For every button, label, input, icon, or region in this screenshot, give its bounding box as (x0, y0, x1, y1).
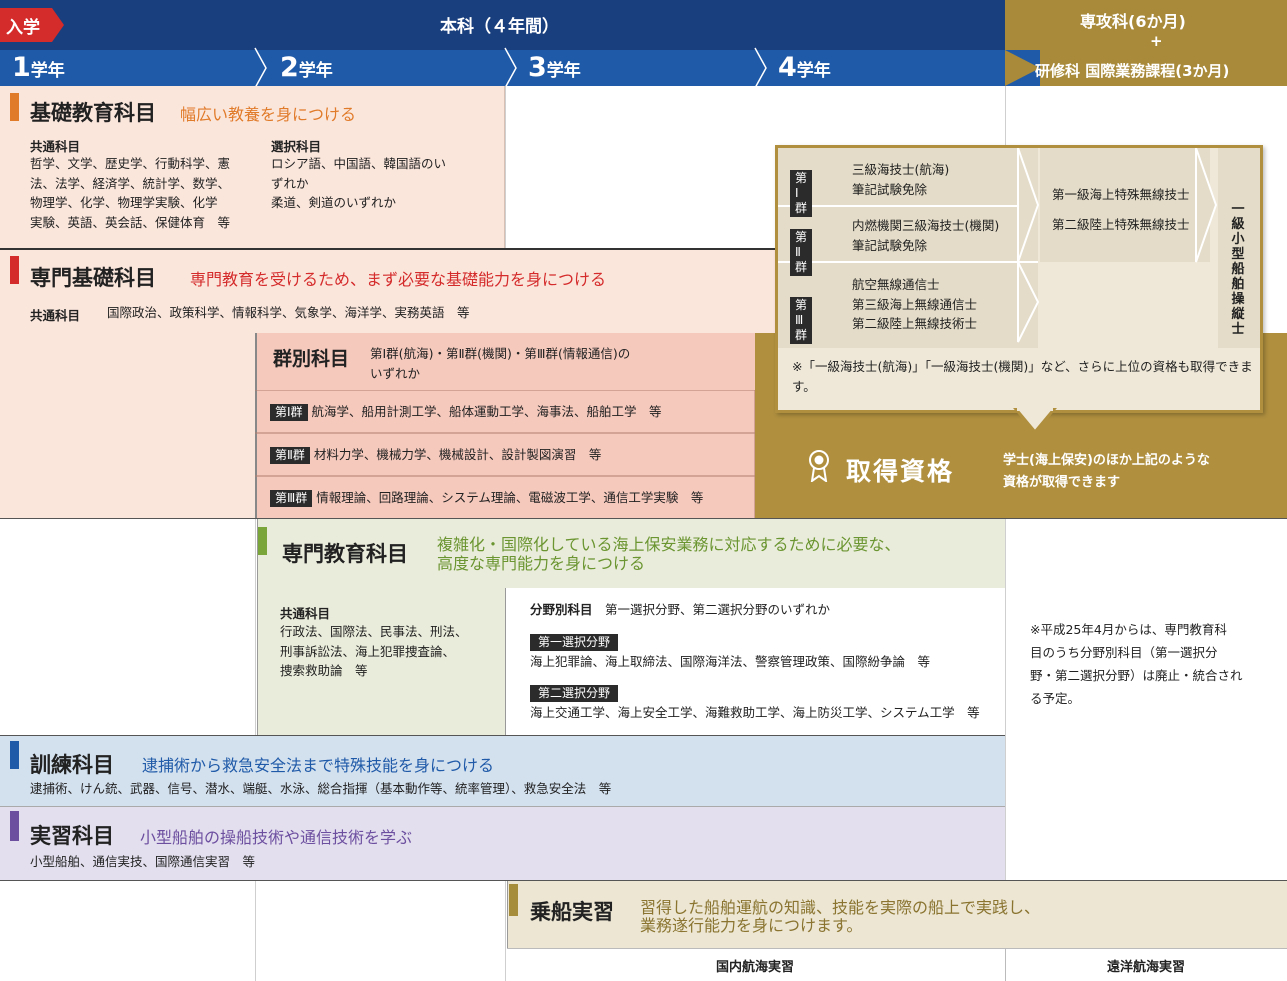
kiso-title: 基礎教育科目 (30, 101, 156, 125)
grid-col-3 (1005, 86, 1006, 981)
side-program-title: 専攻科(6か月) (1080, 12, 1186, 31)
senmon-kiso-common-text: 国際政治、政策科学、情報科学、気象学、海洋学、実務英語 等 (107, 305, 470, 320)
gunbetsu-desc: 第Ⅰ群(航海)・第Ⅱ群(機関)・第Ⅲ群(情報通信)のいずれか (370, 346, 631, 381)
senmon-kyoiku-divider (0, 518, 1287, 519)
field-header: 分野別科目 第一選択分野、第二選択分野のいずれか (530, 602, 831, 617)
plus-sign: + (1150, 32, 1163, 50)
qualification-diagram (778, 148, 1260, 348)
senmon-kyoiku-title: 専門教育科目 (282, 542, 408, 566)
kiso-section (0, 86, 505, 248)
senmon-kyoiku-side-note: ※平成25年4月からは、専門教育科目のうち分野別科目（第一選択分野・第二選択分野… (1030, 622, 1243, 706)
kiso-bar (10, 93, 19, 121)
josen-sub-row (507, 948, 1287, 981)
senmon-kyoiku-common-label: 共通科目 (280, 606, 331, 621)
year-3: 3学年 (528, 52, 581, 83)
gunbetsu-block (255, 333, 755, 518)
senmon-kyoiku-bar (258, 527, 267, 555)
kiso-common-text: 哲学、文学、歴史学、行動科学、憲法、法学、経済学、統計学、数学、物理学、化学、物… (30, 156, 231, 230)
year-2: 2学年 (280, 52, 333, 83)
jisshu-bar (10, 811, 19, 841)
qualification-card-pointer (1013, 408, 1057, 435)
qual-mid: 第一級海上特殊無線技士第二級陸上特殊無線技士 (1052, 187, 1190, 232)
jisshu-desc: 小型船舶の操船技術や通信技術を学ぶ (140, 828, 413, 847)
kiso-desc: 幅広い教養を身につける (180, 105, 357, 124)
gunbetsu-title: 群別科目 (273, 348, 350, 370)
gunbetsu-row-2: 第Ⅱ群 材料力学、機械力学、機械設計、設計製図演習 等 (270, 445, 601, 465)
josen-bar (509, 884, 518, 916)
field1-tag-wrap: 第一選択分野 (530, 631, 619, 651)
senmon-kiso-common-label: 共通科目 (30, 308, 81, 323)
badge-title: 取得資格 (846, 457, 955, 486)
senmon-kiso-title: 専門基礎科目 (30, 266, 156, 290)
qual-vertical: 一級小型船舶操縦士 (1231, 202, 1245, 337)
header-main-band (0, 0, 1040, 50)
field2-tag-wrap: 第二選択分野 (530, 682, 619, 702)
ocean-voyage: 遠洋航海実習 (1106, 960, 1185, 975)
kunren-desc: 逮捕術から救急安全法まで特殊技能を身につける (142, 756, 495, 775)
kunren-section (0, 735, 1005, 806)
grid-col-1 (255, 86, 256, 981)
kunren-bar (10, 741, 19, 769)
jisshu-text: 小型船舶、通信実技、国際通信実習 等 (30, 854, 256, 869)
kiso-elective-label: 選択科目 (271, 139, 322, 154)
field1-text: 海上犯罪論、海上取締法、国際海洋法、警察管理政策、国際紛争論 等 (530, 654, 931, 669)
side-program-sub: 研修科 国際業務課程(3か月) (1035, 62, 1230, 80)
senmon-kyoiku-common-text: 行政法、国際法、民事法、刑法、刑事訴訟法、海上犯罪捜査論、捜索救助論 等 (280, 624, 468, 678)
kiso-elective-text: ロシア語、中国語、韓国語のいずれか柔道、剣道のいずれか (271, 156, 447, 210)
senmon-kiso-bar (10, 256, 19, 284)
award-icon (809, 450, 829, 482)
header-gold-shape (0, 0, 1287, 86)
year-1: 1学年 (12, 52, 65, 83)
field-box (505, 588, 1005, 735)
jisshu-title: 実習科目 (30, 824, 114, 848)
kunren-title: 訓練科目 (30, 753, 114, 777)
senmon-kyoiku-desc: 複雑化・国際化している海上保安業務に対応するために必要な、高度な専門能力を身につ… (437, 535, 901, 573)
kiso-common-label: 共通科目 (30, 139, 81, 154)
voyage-divider (1005, 948, 1006, 981)
gunbetsu-row-3: 第Ⅲ群 情報理論、回路理論、システム理論、電磁波工学、通信工学実験 等 (270, 488, 703, 508)
josen-desc: 習得した船舶運航の知識、技能を実際の船上で実践し、業務遂行能力を身につけます。 (640, 898, 1041, 935)
domestic-voyage: 国内航海実習 (715, 960, 794, 975)
field2-text: 海上交通工学、海上安全工学、海難救助工学、海上防災工学、システム工学 等 (530, 705, 980, 720)
enroll-label: 入学 (6, 18, 40, 38)
kunren-text: 逮捕術、けん銃、武器、信号、潜水、端艇、水泳、総合指揮（基本動作等、統率管理）、… (30, 781, 612, 796)
josen-divider (0, 880, 1287, 881)
year-4: 4学年 (778, 52, 831, 83)
main-program-title: 本科（４年間） (440, 17, 559, 37)
qual-note: ※「一級海技士(航海)」「一級海技士(機関)」など、さらに上位の資格も取得できま… (792, 359, 1253, 394)
jisshu-section (0, 806, 1005, 880)
badge-desc: 学士(海上保安)のほか上記のような資格が取得できます (1003, 453, 1210, 490)
josen-title: 乗船実習 (530, 900, 614, 924)
senmon-kiso-desc: 専門教育を受けるため、まず必要な基礎能力を身につける (190, 270, 607, 289)
gunbetsu-row-1: 第Ⅰ群 航海学、船用計測工学、船体運動工学、海事法、船舶工学 等 (270, 402, 662, 422)
